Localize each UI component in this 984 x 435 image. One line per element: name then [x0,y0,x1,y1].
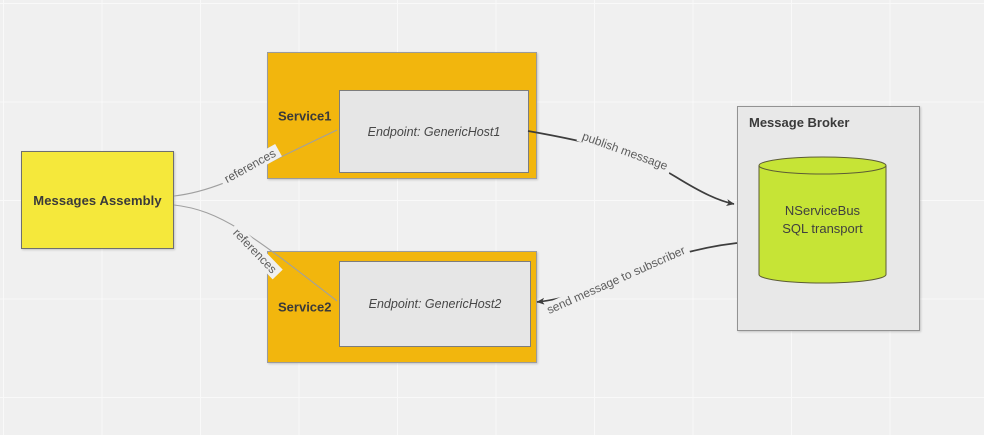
edge-publish-message [527,130,735,206]
edge-label-send-message-to-subscriber: send message to subscriber [540,241,692,319]
database-cylinder-shape [758,156,887,284]
database-label: NServiceBus SQL transport [782,203,863,236]
service2-label: Service2 [278,299,332,315]
node-service2: Service2 Endpoint: GenericHost2 [267,251,537,363]
messages-assembly-label: Messages Assembly [33,192,162,208]
node-endpoint-generichost2: Endpoint: GenericHost2 [339,261,531,347]
node-endpoint-generichost1: Endpoint: GenericHost1 [339,90,529,173]
edge-label-publish-message: publish message [576,127,674,175]
message-broker-label: Message Broker [749,115,850,130]
node-service1: Service1 Endpoint: GenericHost1 [267,52,537,179]
node-messages-assembly: Messages Assembly [21,151,174,249]
service1-label: Service1 [278,108,332,123]
endpoint2-label: Endpoint: GenericHost2 [368,297,502,311]
node-message-broker: Message Broker NServiceBus SQL transport [737,106,920,331]
database-cylinder-icon: NServiceBus SQL transport [758,156,887,284]
endpoint1-label: Endpoint: GenericHost1 [367,124,501,139]
